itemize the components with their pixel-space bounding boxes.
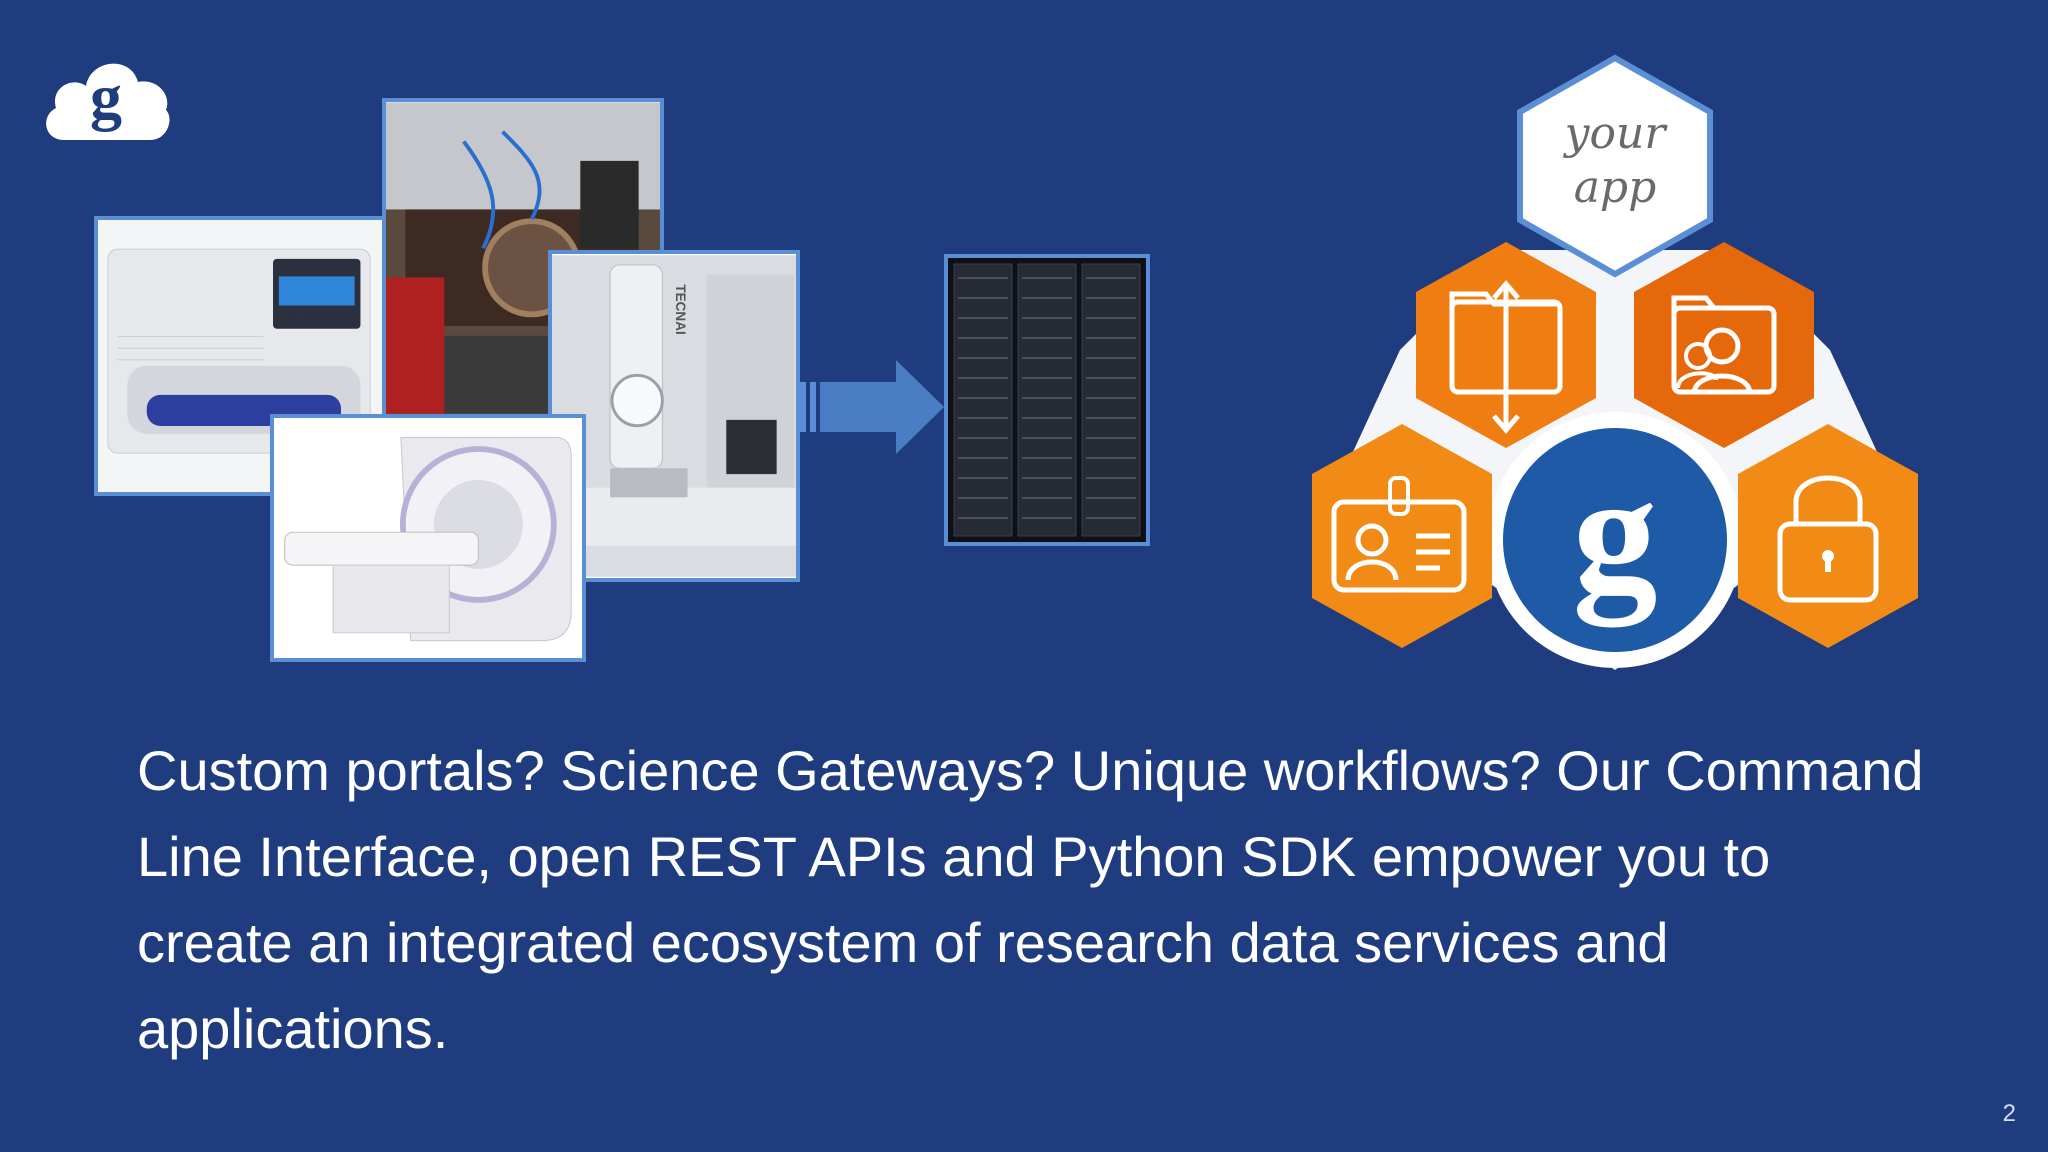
your-app-label-line1: your — [1563, 108, 1669, 159]
svg-text:g: g — [90, 61, 122, 132]
mri-photo — [270, 414, 586, 662]
right-arrow-icon — [800, 360, 944, 454]
slide-body-text: Custom portals? Science Gateways? Unique… — [137, 739, 1924, 1060]
globus-center-logo: g — [1493, 418, 1737, 662]
mri-scanner-icon — [275, 418, 581, 658]
your-app-label-line2: app — [1574, 162, 1657, 213]
lock-icon — [1738, 424, 1918, 648]
dna-sequencer-icon: ion torrent — [98, 220, 382, 492]
transfer-folder-icon — [1416, 242, 1596, 448]
sequencer-photo: ion torrent — [94, 216, 386, 496]
sequencer-brand-text: ion torrent — [279, 311, 323, 322]
microscope-photo: TECNAI — [548, 250, 800, 582]
server-rack-photo — [944, 254, 1150, 546]
microscope-brand-text: TECNAI — [673, 284, 688, 334]
share-folder-icon — [1634, 242, 1814, 448]
electron-microscope-icon: TECNAI — [552, 255, 796, 577]
globus-g-letter: g — [1573, 439, 1658, 627]
hex-services-diagram: your app — [1312, 54, 1918, 670]
your-app-hex: your app — [1517, 54, 1713, 278]
page-number: 2 — [2002, 1100, 2016, 1127]
identity-card-icon — [1312, 424, 1492, 648]
globus-cloud-logo-icon: g — [46, 61, 170, 140]
server-rack-icon — [948, 258, 1146, 542]
